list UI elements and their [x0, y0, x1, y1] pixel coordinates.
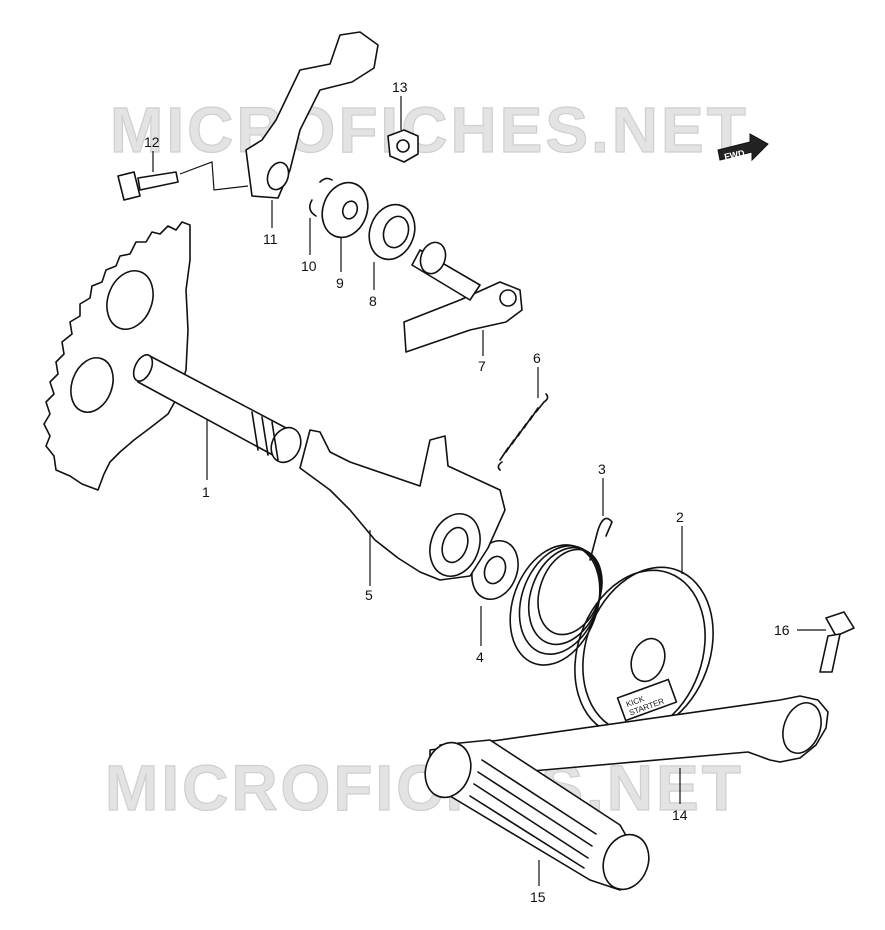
callout-8: 8: [369, 293, 377, 309]
watermark-bottom: MICROFICHES.NET: [105, 752, 744, 824]
fwd-direction-badge: FWD: [717, 133, 769, 162]
part-10-circlip: [308, 177, 333, 217]
leader-lines: [152, 96, 826, 886]
part-12-bolt: [117, 161, 249, 201]
watermark-top: MICROFICHES.NET: [110, 94, 749, 166]
callout-14: 14: [672, 807, 688, 823]
part-9-washer: [321, 181, 369, 239]
callout-5: 5: [365, 587, 373, 603]
callout-6: 6: [533, 350, 541, 366]
fwd-label: FWD: [723, 148, 746, 162]
part-11-bracket: [245, 31, 379, 199]
callout-12: 12: [144, 134, 160, 150]
callout-3: 3: [598, 461, 606, 477]
part-7-lever: [403, 241, 523, 353]
callout-9: 9: [336, 275, 344, 291]
callout-labels: 1 2 3 4 5 6 7 8 9 10 11 12 13 14 15 16: [144, 79, 790, 905]
callout-11: 11: [263, 231, 278, 247]
part-16-bolt: [819, 611, 855, 673]
callout-4: 4: [476, 649, 484, 665]
part-3-return-spring: [509, 517, 613, 666]
callout-2: 2: [676, 509, 684, 525]
part-13-nut: [387, 129, 419, 163]
callout-1: 1: [202, 484, 210, 500]
callout-13: 13: [392, 79, 408, 95]
part-8-bearing: [368, 203, 416, 261]
callout-16: 16: [774, 622, 790, 638]
part-1-kick-gear-shaft: [43, 221, 302, 491]
callout-10: 10: [301, 258, 317, 274]
part-6-spring: [497, 393, 549, 471]
callout-15: 15: [530, 889, 546, 905]
part-5-ratchet-guide: [299, 429, 506, 581]
callout-7: 7: [478, 358, 486, 374]
part-14-kick-arm: [429, 695, 829, 781]
part-15-grip: [424, 739, 650, 891]
part-2-starter-plate: KICK STARTER: [574, 566, 714, 737]
